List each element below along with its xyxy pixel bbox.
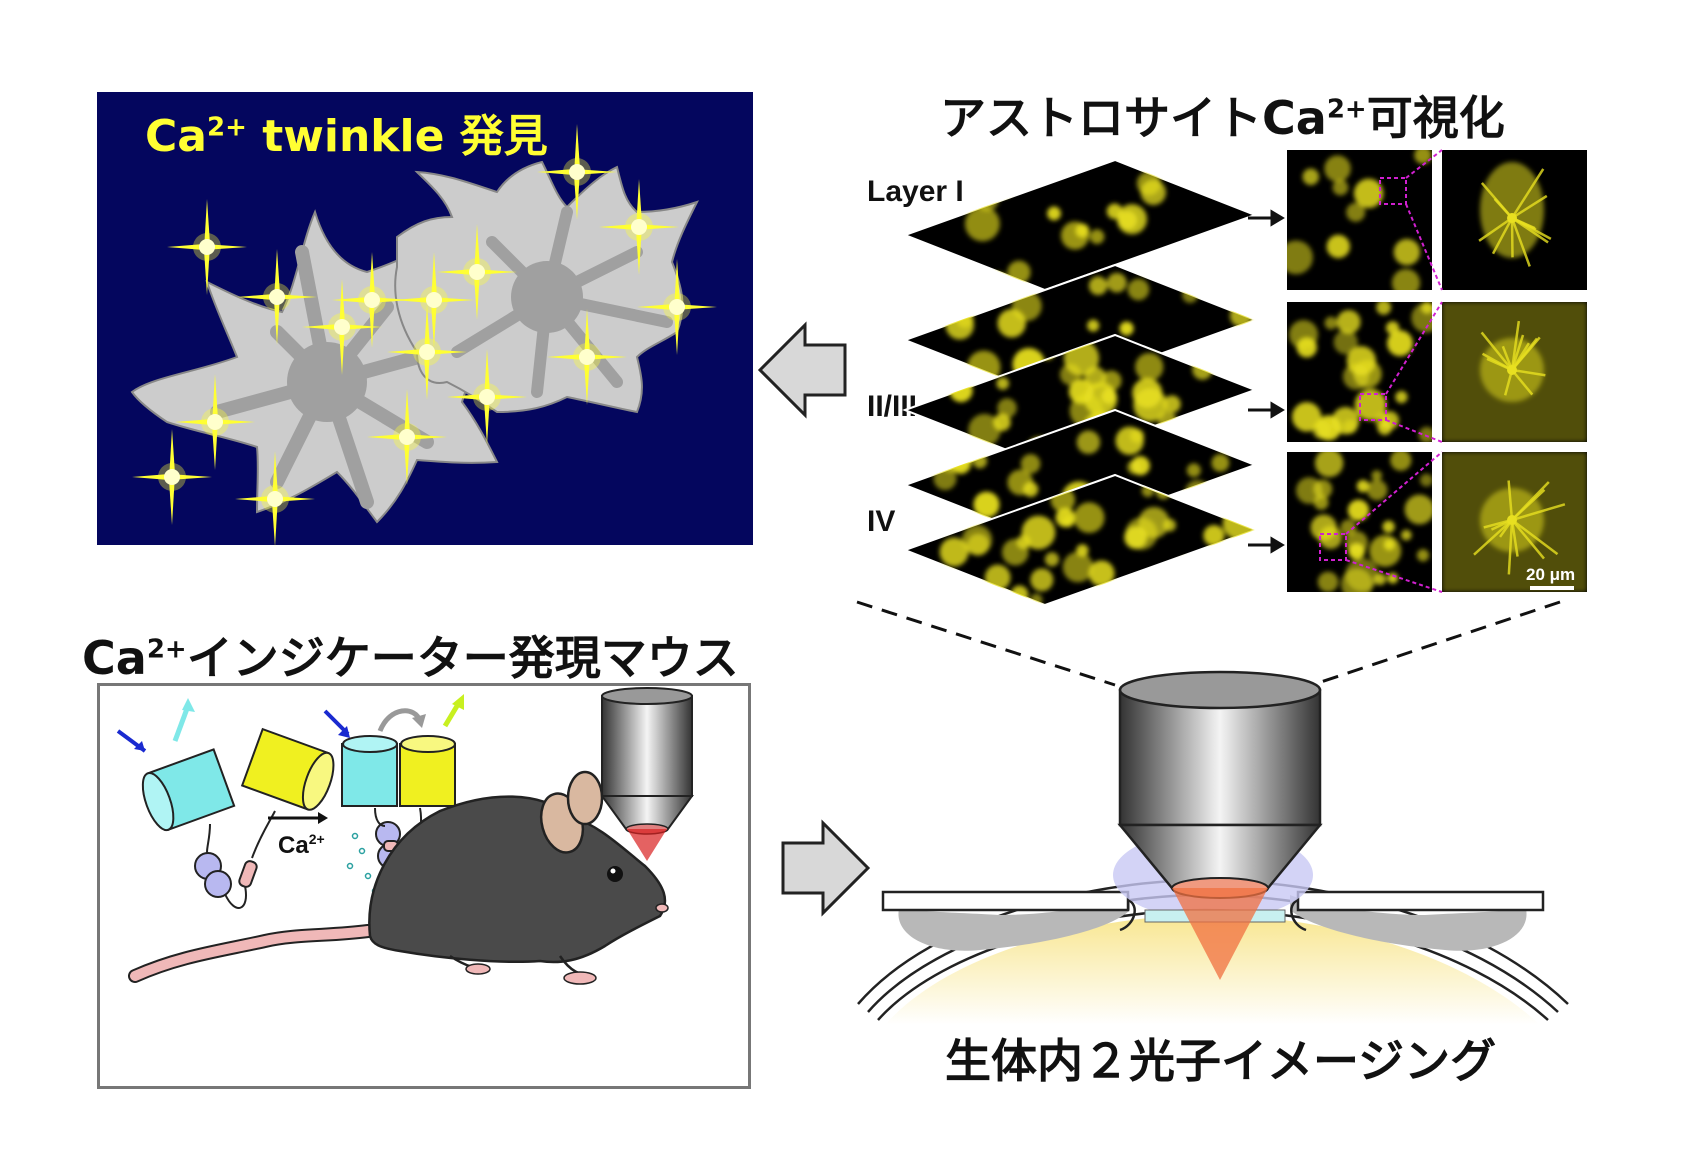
- dashed-line-right: [1311, 600, 1561, 687]
- mouse-icon: [128, 770, 669, 985]
- micrograph-zoom-tile: [1442, 452, 1587, 592]
- twinkle-star-icon: [547, 309, 627, 405]
- dashed-line-left: [856, 600, 1116, 687]
- ca-label: Ca2+: [278, 831, 325, 859]
- objective-lens-small-icon: [600, 687, 694, 861]
- micrograph-tile: [1287, 452, 1432, 592]
- twinkle-star-icon: [537, 124, 617, 220]
- indicator-illustration: [116, 687, 694, 985]
- twinkle-star-icon: [302, 279, 382, 375]
- imaging-title: 生体内２光子イメージング: [945, 1034, 1497, 1088]
- fret-sensor-icon: [116, 698, 335, 909]
- twinkle-star-icon: [132, 429, 212, 525]
- micrograph-zoom-tile: [1442, 150, 1587, 290]
- twinkle-star-icon: [387, 304, 467, 400]
- micrograph-tile: [1287, 150, 1432, 290]
- twinkle-star-icon: [175, 374, 255, 470]
- layer-label-3: IV: [867, 505, 896, 538]
- scale-bar-label: 20 μm: [1526, 565, 1576, 584]
- twinkle-title: Ca2+ twinkle 発見: [145, 111, 548, 162]
- twinkle-star-icon: [447, 349, 527, 445]
- twinkle-star-icon: [167, 199, 247, 295]
- indicator-panel: Ca2+: [97, 683, 751, 1089]
- twinkle-panel: Ca2+ twinkle 発見: [97, 92, 753, 547]
- twinkle-star-icon: [367, 389, 447, 485]
- layer-arrows: [1248, 209, 1285, 554]
- twinkle-star-icon: [332, 252, 412, 348]
- twinkle-star-icon: [235, 451, 315, 547]
- twinkle-stars: [132, 124, 717, 547]
- astro-title: アストロサイトCa2+可視化: [940, 91, 1505, 145]
- indicator-title: Ca2+インジケーター発現マウス: [82, 631, 739, 685]
- twinkle-star-icon: [237, 249, 317, 345]
- layer-label-1: Layer I: [867, 175, 964, 208]
- twinkle-star-icon: [437, 224, 517, 320]
- scale-bar: [1530, 586, 1574, 590]
- micrograph-zoom-tile: [1442, 302, 1587, 442]
- layer-label-2: II/III: [867, 390, 918, 423]
- twinkle-star-icon: [599, 179, 679, 275]
- twinkle-star-icon: [637, 259, 717, 355]
